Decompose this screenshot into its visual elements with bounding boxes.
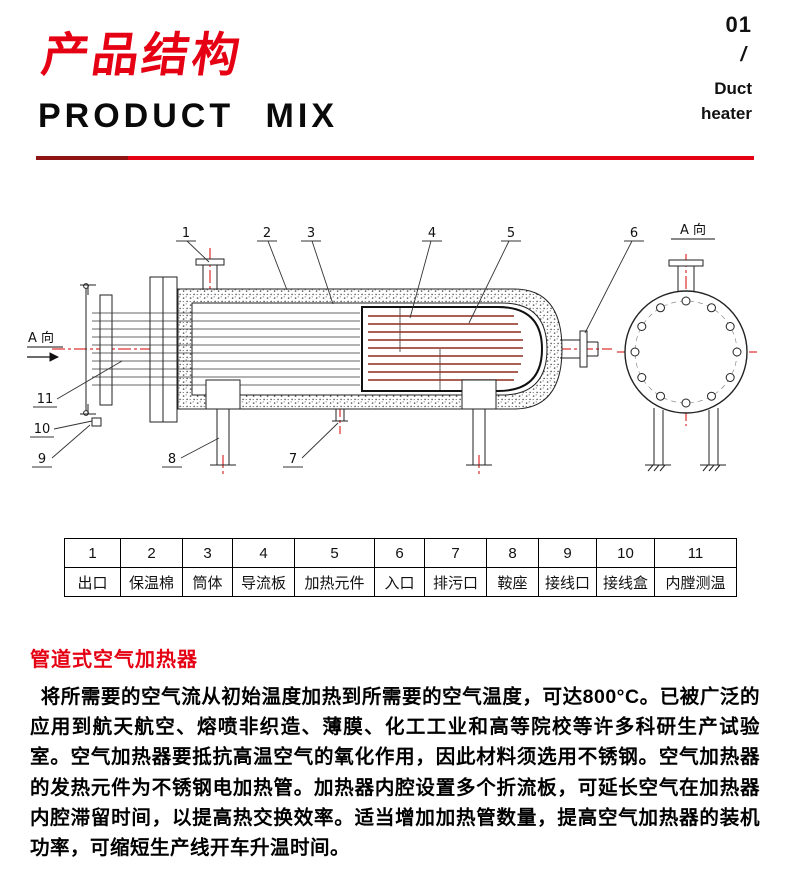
part-name-cell: 保温棉 bbox=[120, 567, 183, 597]
part-number-cell: 7 bbox=[424, 538, 487, 568]
part-name-cell: 排污口 bbox=[424, 567, 487, 597]
part-number-cell: 1 bbox=[64, 538, 121, 568]
header: 产品结构 PRODUCT MIX 01 / Duct heater bbox=[0, 0, 790, 156]
heating-chamber bbox=[361, 306, 544, 392]
svg-text:6: 6 bbox=[630, 226, 638, 241]
svg-text:9: 9 bbox=[38, 452, 46, 467]
svg-text:5: 5 bbox=[507, 226, 515, 241]
drain-port bbox=[332, 409, 348, 422]
inlet-pipe bbox=[560, 330, 599, 368]
svg-text:2: 2 bbox=[263, 226, 271, 241]
svg-text:4: 4 bbox=[428, 226, 436, 241]
part-number-cell: 11 bbox=[654, 538, 737, 568]
view-direction-left: A 向 bbox=[27, 330, 63, 362]
view-label-left: A 向 bbox=[28, 330, 54, 346]
end-view-legs bbox=[645, 408, 726, 472]
page-title-en: PRODUCT MIX bbox=[38, 97, 338, 135]
parts-table: 1 2 3 4 5 6 7 8 9 10 11 出口 保温棉 筒体 导流板 加热… bbox=[64, 538, 737, 597]
part-name-cell: 加热元件 bbox=[294, 567, 375, 597]
callout-5: 5 bbox=[468, 226, 521, 324]
svg-text:1: 1 bbox=[182, 226, 190, 241]
heating-elements bbox=[368, 315, 523, 381]
flange-assembly bbox=[80, 276, 178, 427]
callout-7: 7 bbox=[283, 422, 339, 468]
callout-9: 9 bbox=[32, 424, 91, 468]
product-description: 将所需要的空气流从初始温度加热到所需要的空气温度，可达800°C。已被广泛的应用… bbox=[30, 686, 760, 860]
part-name-cell: 接线盒 bbox=[596, 567, 655, 597]
part-name-cell: 筒体 bbox=[182, 567, 233, 597]
junction-box bbox=[91, 417, 102, 427]
end-view: A 向 bbox=[617, 222, 757, 472]
end-view-pipe bbox=[668, 259, 704, 291]
part-name-cell: 内膛测温 bbox=[654, 567, 737, 597]
divider-dark-segment bbox=[36, 156, 128, 160]
saddle-left bbox=[205, 379, 241, 466]
svg-text:10: 10 bbox=[34, 422, 51, 437]
callout-10: 10 bbox=[30, 420, 93, 438]
part-name-cell: 接线口 bbox=[538, 567, 597, 597]
part-name-cell: 导流板 bbox=[232, 567, 295, 597]
slash-separator: / bbox=[740, 44, 746, 66]
callouts: 1 2 3 4 5 bbox=[30, 226, 644, 468]
part-number-cell: 8 bbox=[486, 538, 539, 568]
table-row-names: 出口 保温棉 筒体 导流板 加热元件 入口 排污口 鞍座 接线口 接线盒 内膛测… bbox=[64, 567, 737, 597]
part-number-cell: 6 bbox=[374, 538, 425, 568]
accent-divider bbox=[36, 156, 754, 160]
callout-8: 8 bbox=[162, 437, 220, 468]
view-label-right: A 向 bbox=[680, 222, 706, 238]
svg-text:3: 3 bbox=[307, 226, 315, 241]
view-direction-right: A 向 bbox=[671, 222, 715, 240]
page-title-cn: 产品结构 bbox=[38, 28, 247, 81]
svg-text:8: 8 bbox=[168, 452, 176, 467]
callout-1: 1 bbox=[176, 226, 210, 263]
product-name-line2: heater bbox=[700, 103, 752, 123]
callout-3: 3 bbox=[301, 226, 334, 305]
callout-4: 4 bbox=[409, 226, 442, 319]
part-name-cell: 鞍座 bbox=[486, 567, 539, 597]
bolt-holes bbox=[630, 296, 742, 408]
product-name-line1: Duct bbox=[714, 79, 752, 98]
part-name-cell: 出口 bbox=[64, 567, 121, 597]
product-structure-diagram: A 向 1 2 3 4 bbox=[27, 222, 757, 475]
part-number-cell: 4 bbox=[232, 538, 295, 568]
part-number-cell: 9 bbox=[538, 538, 597, 568]
callout-11: 11 bbox=[33, 360, 123, 408]
callout-2: 2 bbox=[257, 226, 288, 291]
side-view: A 向 bbox=[27, 248, 612, 475]
part-number-cell: 5 bbox=[294, 538, 375, 568]
callout-6: 6 bbox=[584, 226, 644, 334]
page-number: 01 bbox=[725, 12, 752, 37]
table-row-numbers: 1 2 3 4 5 6 7 8 9 10 11 bbox=[64, 538, 737, 568]
product-heading: 管道式空气加热器 bbox=[30, 649, 198, 671]
end-view-shell bbox=[624, 290, 748, 414]
part-number-cell: 10 bbox=[596, 538, 655, 568]
saddle-right bbox=[461, 379, 497, 466]
outlet-pipe bbox=[195, 258, 225, 290]
svg-text:7: 7 bbox=[289, 452, 297, 467]
part-name-cell: 入口 bbox=[374, 567, 425, 597]
corner-block: 01 / Duct heater bbox=[701, 12, 752, 126]
part-number-cell: 2 bbox=[120, 538, 183, 568]
title-block: 产品结构 PRODUCT MIX bbox=[38, 16, 754, 136]
part-number-cell: 3 bbox=[182, 538, 233, 568]
svg-text:11: 11 bbox=[37, 392, 54, 407]
description-section: 管道式空气加热器 将所需要的空气流从初始温度加热到所需要的空气温度，可达800°… bbox=[30, 643, 760, 863]
